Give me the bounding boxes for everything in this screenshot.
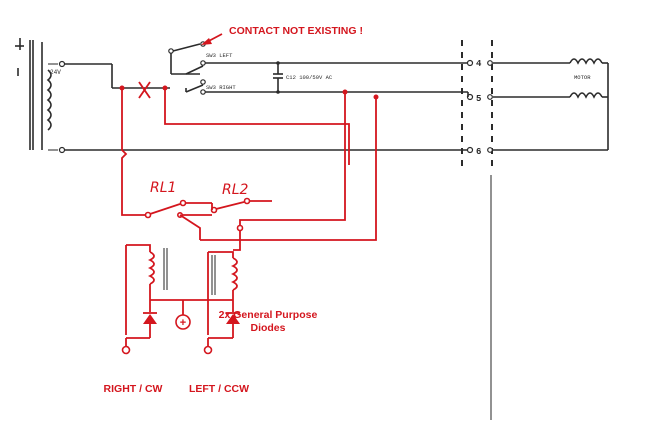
diode-1 bbox=[126, 300, 157, 339]
relay-coil-rl1 bbox=[125, 244, 168, 335]
diode-2 bbox=[208, 300, 240, 339]
contact-note: CONTACT NOT EXISTING ! bbox=[229, 25, 363, 37]
relay2-label: RL2 bbox=[222, 182, 249, 198]
switch-left-label: SW3 LEFT bbox=[206, 52, 233, 59]
terminal-block: 4 5 6 bbox=[461, 40, 493, 170]
original-schematic: 24V SW3 LEFT SW3 RIGHT bbox=[15, 38, 609, 420]
switch-right-label: SW3 RIGHT bbox=[206, 84, 236, 91]
right-cw-terminal bbox=[121, 345, 131, 355]
left-ccw-terminal bbox=[203, 345, 213, 355]
contact-arrow bbox=[201, 33, 223, 45]
diodes-note-line2: Diodes bbox=[250, 322, 285, 334]
relay-coil-rl2 bbox=[207, 251, 238, 335]
switch-sw3: SW3 LEFT SW3 RIGHT bbox=[168, 41, 468, 95]
motor-label: MOTOR bbox=[574, 74, 591, 81]
right-cw-label: RIGHT / CW bbox=[104, 383, 163, 395]
cross-mark bbox=[138, 81, 151, 99]
capacitor-c12: C12 100/50V AC bbox=[273, 63, 333, 92]
terminal-6-label: 6 bbox=[476, 147, 481, 157]
transformer-voltage-label: 24V bbox=[50, 69, 61, 76]
terminal-6 bbox=[466, 146, 474, 154]
red-annotations: CONTACT NOT EXISTING ! RL1 bbox=[104, 25, 379, 395]
relay-rl2-contact bbox=[210, 197, 272, 232]
transformer: 24V bbox=[29, 40, 61, 151]
plus-terminal: + bbox=[175, 314, 191, 330]
diodes-note-line1: 2x General Purpose bbox=[219, 309, 318, 321]
motor: MOTOR bbox=[493, 58, 609, 151]
terminal-4-label: 4 bbox=[476, 59, 482, 69]
capacitor-label: C12 100/50V AC bbox=[286, 74, 333, 81]
relay-rl1-contact bbox=[144, 199, 212, 219]
plus-symbol: + bbox=[180, 317, 186, 329]
relay1-label: RL1 bbox=[150, 180, 176, 196]
left-ccw-label: LEFT / CCW bbox=[189, 383, 249, 395]
terminal-5-label: 5 bbox=[476, 94, 481, 104]
terminal-4 bbox=[466, 59, 474, 67]
